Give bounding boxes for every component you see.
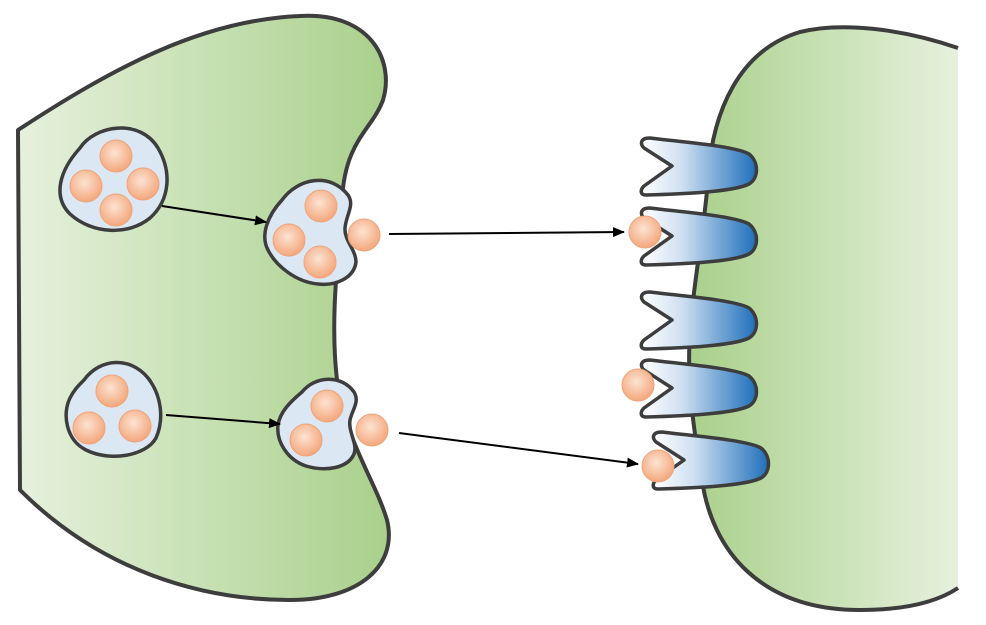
neurotransmitter-molecule: [72, 411, 106, 445]
arrow-vesicle-to-membrane-lower: [165, 414, 281, 429]
neurotransmitter-molecule: [303, 245, 337, 279]
vesicle-upper-fusing: [263, 178, 358, 287]
neurotransmitter-molecule: [126, 167, 160, 201]
presynaptic-terminal: [16, 13, 391, 602]
released-neurotransmitter-lower: [355, 413, 389, 447]
neurotransmitter-molecule: [69, 169, 103, 203]
arrow-vesicle-to-membrane-upper: [161, 205, 267, 226]
arrow-release-to-receptor-upper: [388, 227, 625, 238]
vesicle-lower-inner: [64, 360, 163, 458]
receptor-1: [639, 136, 759, 197]
neurotransmitter-molecule: [304, 189, 338, 223]
receptor-group: [639, 136, 771, 491]
neurotransmitter-molecule: [118, 409, 152, 443]
bound-neurotransmitter: [641, 449, 675, 483]
bound-neurotransmitter: [628, 215, 662, 249]
receptor-5: [651, 430, 771, 491]
neurotransmitter-molecule: [99, 193, 133, 227]
neurotransmitter-molecule: [99, 139, 133, 173]
neurotransmitter-molecule: [310, 389, 344, 423]
unbound-neurotransmitter: [621, 368, 655, 402]
receptor-3: [639, 290, 759, 351]
neurotransmitter-molecule: [272, 223, 306, 257]
released-neurotransmitter-upper: [347, 218, 381, 252]
neurotransmitter-molecule: [95, 374, 129, 408]
vesicle-lower-fusing: [276, 377, 358, 471]
arrow-release-to-receptor-lower: [398, 432, 639, 468]
vesicle-upper-inner: [58, 126, 169, 232]
neurotransmitter-molecule: [289, 423, 323, 457]
